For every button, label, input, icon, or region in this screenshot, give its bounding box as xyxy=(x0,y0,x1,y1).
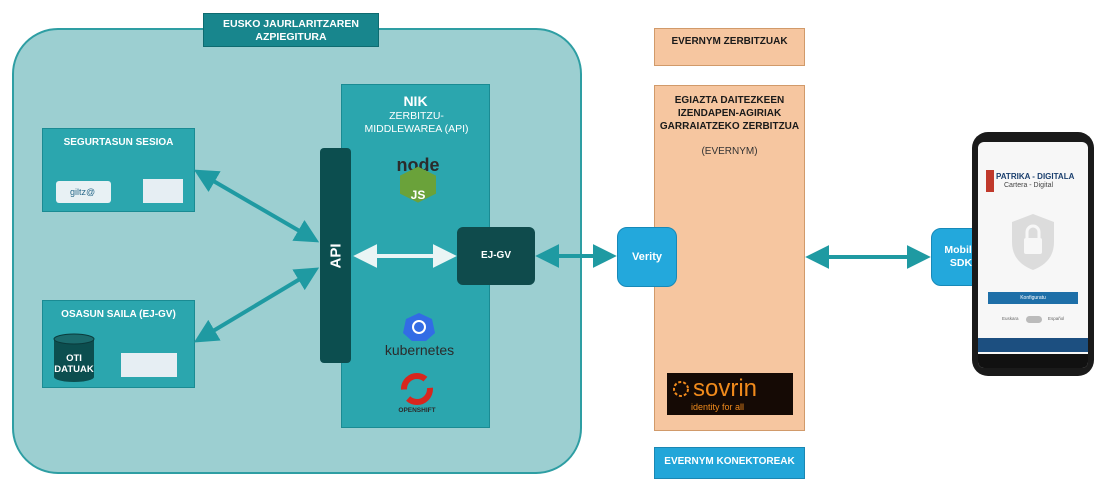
security-session-box: SEGURTASUN SESIOA giltz@ xyxy=(42,128,195,212)
toggle-label-right: Español xyxy=(1048,316,1065,321)
nik-badge-icon xyxy=(986,170,994,192)
sovrin-tagline: identity for all xyxy=(691,402,745,412)
phone-mockup: PATRIKA - DIGITALA Cartera - Digital Kon… xyxy=(972,132,1094,376)
nodejs-logo: node JS xyxy=(388,151,448,211)
basque-gov-logo xyxy=(121,353,177,377)
evernym-services-title: EVERNYM ZERBITZUAK xyxy=(654,28,805,66)
sovrin-logo: sovrin identity for all xyxy=(667,373,793,415)
api-bar: API xyxy=(320,148,351,363)
kubernetes-text: kubernetes xyxy=(384,342,455,358)
evernym-connectors: EVERNYM KONEKTOREAK xyxy=(654,447,805,479)
evernym-service-title: EGIAZTA DAITEZKEEN IZENDAPEN-AGIRIAK GAR… xyxy=(659,95,800,132)
svg-text:node: node xyxy=(397,155,440,175)
nodejs-icon: node JS xyxy=(397,155,440,203)
kubernetes-logo: kubernetes xyxy=(372,311,467,361)
configure-button[interactable]: Konfiguratu xyxy=(988,292,1078,304)
nik-title: NIK xyxy=(403,93,428,109)
phone-app-brand: PATRIKA - DIGITALA xyxy=(996,172,1075,181)
kubernetes-icon xyxy=(403,313,435,341)
svg-text:JS: JS xyxy=(411,188,426,202)
giltza-logo: giltz@ xyxy=(56,181,111,203)
sovrin-icon xyxy=(673,381,689,397)
openshift-icon xyxy=(401,373,433,405)
basque-gov-logo xyxy=(143,179,183,203)
ejgv-node: EJ-GV xyxy=(457,227,535,285)
nik-subtitle: ZERBITZU-MIDDLEWAREA (API) xyxy=(364,110,469,135)
database-label: OTI DATUAK xyxy=(54,353,94,376)
giltza-logo-text: giltz@ xyxy=(70,187,96,197)
verity-node: Verity xyxy=(617,227,677,287)
sovrin-wordmark: sovrin xyxy=(693,375,758,402)
lock-icon xyxy=(1012,214,1054,270)
database-icon xyxy=(53,333,95,382)
security-session-title: SEGURTASUN SESIOA xyxy=(63,137,174,148)
infrastructure-title: EUSKO JAURLARITZAREN AZPIEGITURA xyxy=(203,13,379,47)
evernym-service-subtitle: (EVERNYM) xyxy=(701,146,758,157)
health-dept-title: OSASUN SAILA (EJ-GV) xyxy=(61,309,176,320)
openshift-logo: OPENSHIFT xyxy=(392,371,442,421)
toggle-label-left: Euskara xyxy=(1002,316,1019,321)
phone-nav-bar xyxy=(978,354,1088,368)
language-toggle[interactable] xyxy=(1026,316,1042,323)
database-cylinder: OTI DATUAK xyxy=(53,333,95,383)
openshift-text: OPENSHIFT xyxy=(398,407,436,414)
phone-screen: PATRIKA - DIGITALA Cartera - Digital Kon… xyxy=(978,142,1088,368)
phone-app-subtitle: Cartera - Digital xyxy=(1004,182,1054,189)
api-label: API xyxy=(327,242,344,269)
phone-bottom-bar xyxy=(978,338,1088,352)
